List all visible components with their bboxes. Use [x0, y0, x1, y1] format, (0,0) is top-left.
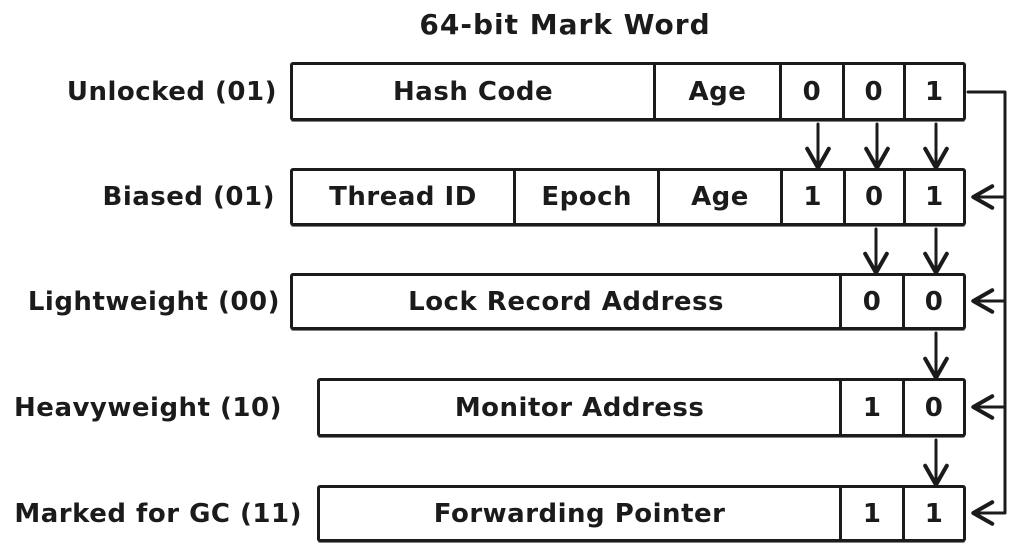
mark-word-box-lightweight: Lock Record Address 0 0 [290, 273, 966, 330]
row-label-lightweight: Lightweight (00) [27, 286, 280, 317]
cell-unlocked-age: Age [653, 65, 779, 118]
cell-unlocked-bit-biased: 0 [778, 65, 842, 118]
cell-unlocked-lock-bit-1: 0 [842, 65, 902, 118]
cell-biased-age: Age [657, 171, 779, 223]
cell-heavyweight-lock-bit-1: 1 [839, 381, 902, 434]
cell-lightweight-lock-bit-1: 0 [839, 276, 902, 327]
cell-lightweight-lock-bit-2: 0 [902, 276, 963, 327]
row-label-marked-for-gc: Marked for GC (11) [14, 498, 302, 529]
row-label-unlocked: Unlocked (01) [66, 76, 277, 107]
cell-biased-bit-biased: 1 [779, 171, 843, 223]
mark-word-box-unlocked: Hash Code Age 0 0 1 [290, 62, 966, 121]
connector-trunk-right [966, 90, 1007, 526]
cell-lock-record-address: Lock Record Address [408, 286, 724, 317]
cell-thread-id: Thread ID [329, 182, 477, 212]
cell-biased-lock-bit-1: 0 [842, 171, 903, 223]
cell-epoch: Epoch [512, 171, 657, 223]
mark-word-box-marked-for-gc: Forwarding Pointer 1 1 [317, 485, 966, 542]
mark-word-box-heavyweight: Monitor Address 1 0 [317, 378, 966, 437]
row-label-biased: Biased (01) [102, 182, 275, 212]
cell-hash-code: Hash Code [393, 76, 554, 107]
cell-monitor-address: Monitor Address [454, 392, 705, 423]
row-label-heavyweight: Heavyweight (10) [14, 392, 282, 423]
mark-word-box-biased: Thread ID Epoch Age 1 0 1 [290, 168, 966, 226]
cell-heavyweight-lock-bit-2: 0 [902, 381, 963, 434]
diagram-title: 64-bit Mark Word [419, 8, 711, 41]
cell-gc-lock-bit-2: 1 [902, 488, 963, 539]
cell-forwarding-pointer: Forwarding Pointer [433, 498, 726, 529]
cell-unlocked-lock-bit-2: 1 [902, 65, 963, 118]
cell-gc-lock-bit-1: 1 [839, 488, 902, 539]
cell-biased-lock-bit-2: 1 [902, 171, 963, 223]
